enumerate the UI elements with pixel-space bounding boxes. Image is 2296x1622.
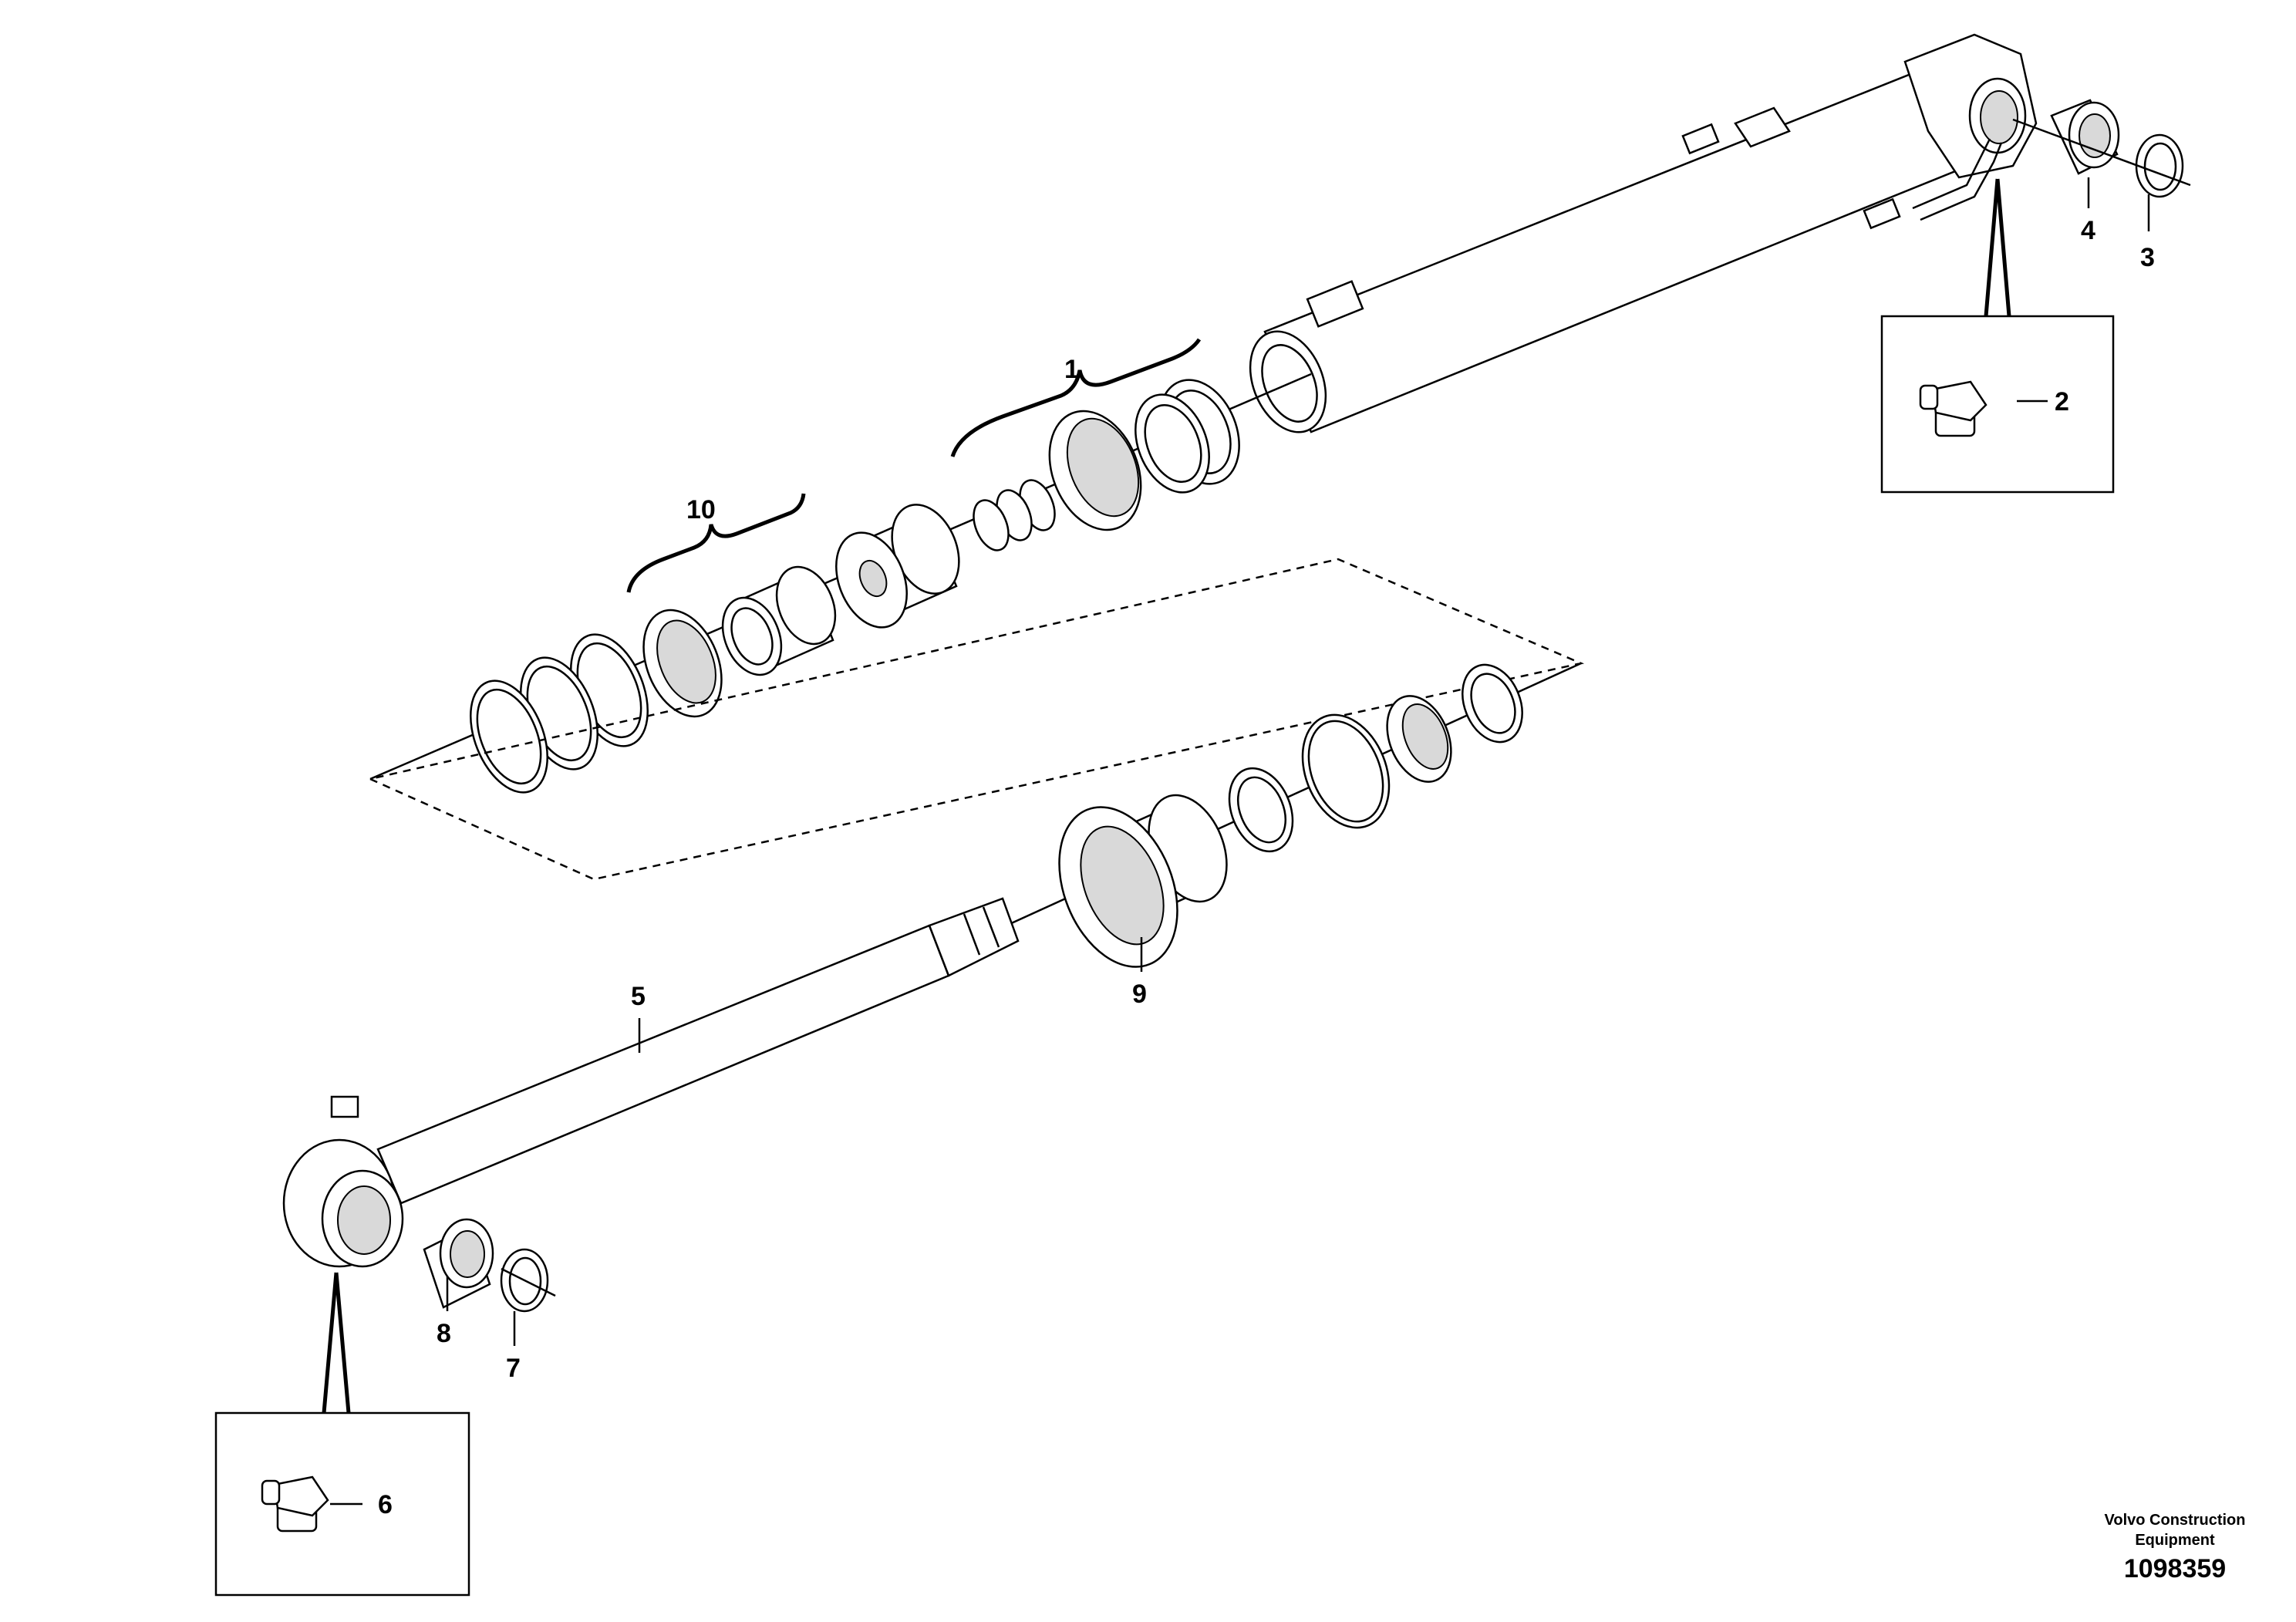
piston bbox=[835, 504, 960, 629]
callout-4: 4 bbox=[2081, 216, 2095, 245]
callout-6: 6 bbox=[378, 1490, 393, 1519]
brand-line-1: Volvo Construction bbox=[2105, 1512, 2246, 1529]
callout-leaders bbox=[330, 177, 2150, 1506]
seal-kit-10-parts bbox=[470, 565, 837, 794]
callout-7: 7 bbox=[506, 1354, 521, 1383]
grease-nipple-inset-bottom bbox=[214, 1272, 470, 1597]
cylinder-barrel bbox=[1249, 33, 2038, 433]
callout-2: 2 bbox=[2055, 387, 2069, 416]
seal-kit-1-parts bbox=[973, 379, 1240, 551]
callout-1: 1 bbox=[1064, 355, 1079, 384]
callout-10: 10 bbox=[686, 495, 716, 524]
grease-nipple-inset-top bbox=[1880, 178, 2115, 494]
rod-eye-bushing-and-ring bbox=[423, 1218, 556, 1313]
cylinder-head bbox=[1058, 794, 1228, 968]
callout-8: 8 bbox=[437, 1319, 451, 1348]
rod-eye bbox=[282, 1095, 404, 1268]
callout-5: 5 bbox=[631, 982, 646, 1011]
piston-rod bbox=[376, 897, 1020, 1205]
rod-seal-parts bbox=[1228, 663, 1523, 853]
drawing-number: 1098359 bbox=[2124, 1554, 2226, 1583]
brand-line-2: Equipment bbox=[2135, 1532, 2215, 1549]
callout-3: 3 bbox=[2140, 243, 2155, 272]
head-end-bushing-and-ring bbox=[2012, 99, 2191, 198]
callout-9: 9 bbox=[1132, 980, 1147, 1009]
